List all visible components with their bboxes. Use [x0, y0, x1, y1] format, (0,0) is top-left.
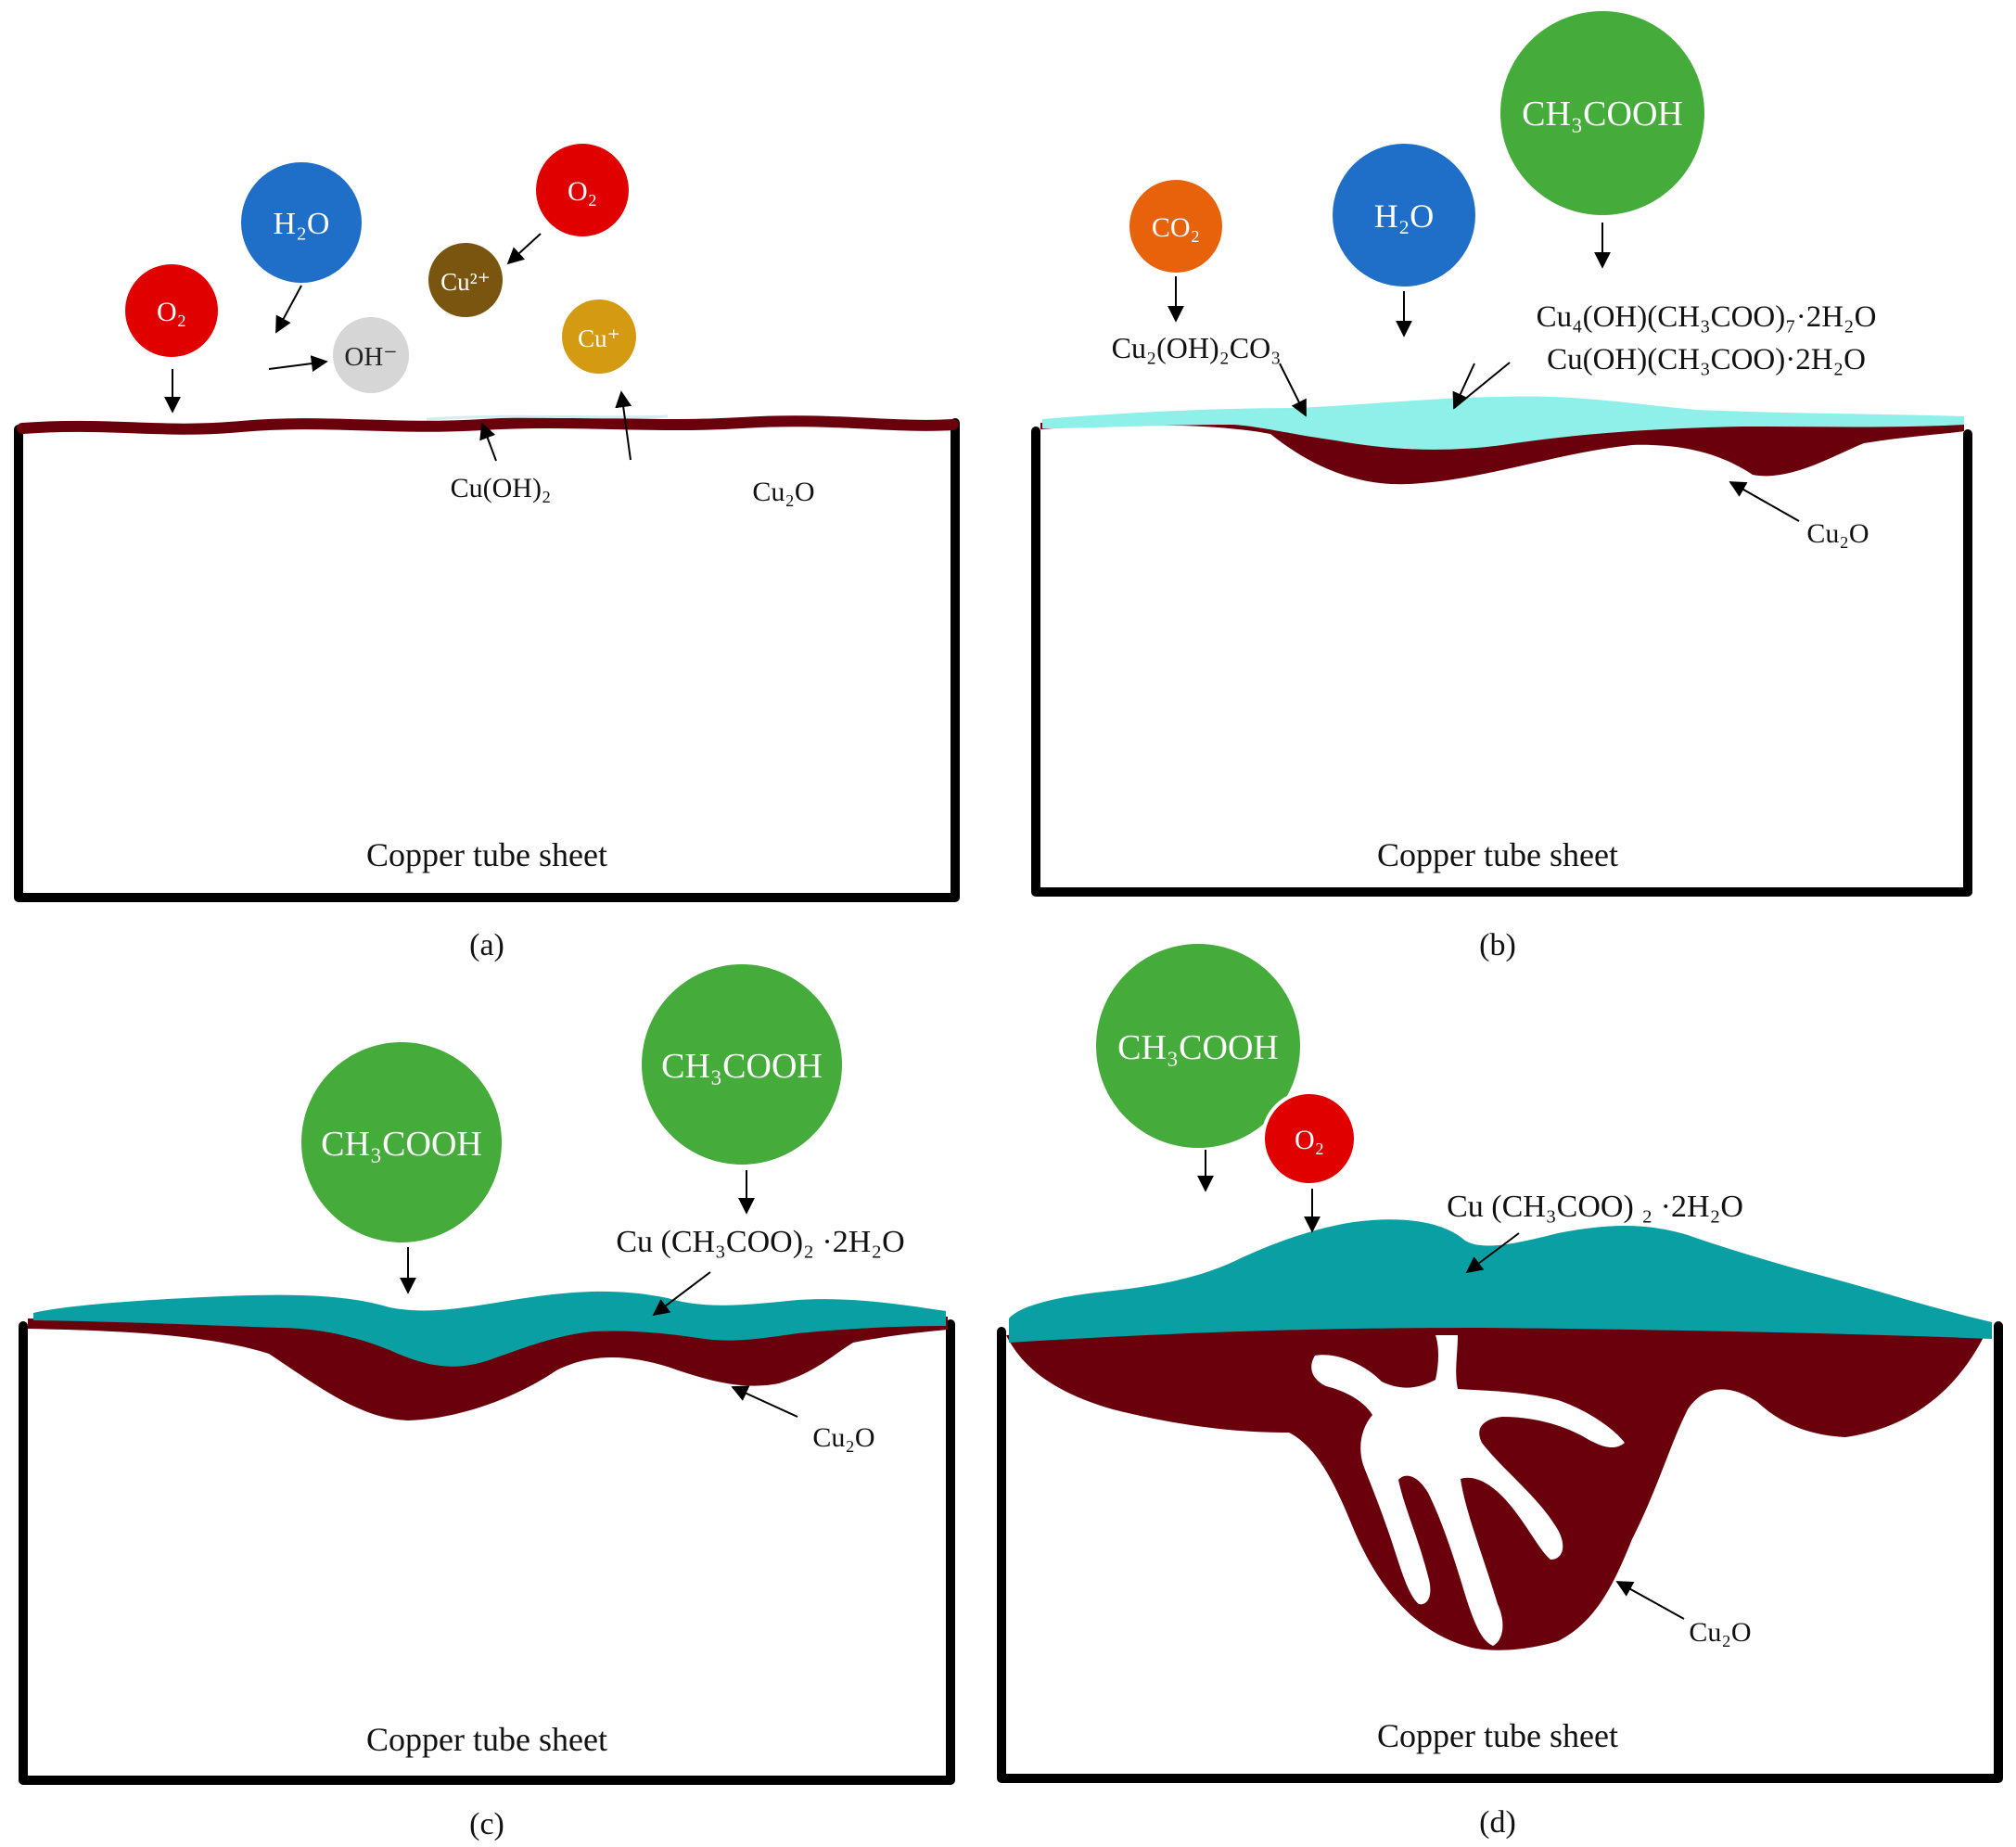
- sheet-label: Copper tube sheet: [366, 836, 607, 873]
- o2-molecule-a-right: O₂: [536, 144, 629, 236]
- cu2o-oxide-layer-c: [28, 1317, 948, 1420]
- oh-label: OH⁻: [344, 342, 397, 372]
- panel-c: CH₃COOH CH₃COOH Cu (CH₃COO)₂ ·2H₂O Cu₂O …: [19, 964, 955, 1785]
- co2-label: CO₂: [1152, 212, 1200, 243]
- ch3cooh-label: CH₃COOH: [661, 1047, 823, 1086]
- copper-acetate-layer-c: [33, 1291, 946, 1367]
- cu4-complex-label: Cu₄(OH)(CH₃COO)₇·2H₂O: [1537, 300, 1877, 334]
- caption-c: (c): [469, 1807, 504, 1841]
- h2o-label: H₂O: [1374, 197, 1435, 235]
- h2o-label: H₂O: [274, 207, 330, 241]
- cuplus-ion-a: Cu⁺: [562, 299, 636, 374]
- ch3cooh-molecule-d: CH₃COOH: [1096, 944, 1300, 1148]
- h2o-molecule-a: H₂O: [241, 162, 362, 283]
- cu-acetate-label: Cu (CH₃COO) ₂ ·2H₂O: [1447, 1190, 1743, 1224]
- pit-fissure-white: [1311, 1335, 1625, 1646]
- cu2o-surface-film-a: [17, 415, 959, 435]
- cu2o-oxide-layer-b: [1040, 420, 1964, 485]
- h2o-molecule-b: H₂O: [1333, 144, 1475, 287]
- arrows-c: [400, 1170, 798, 1418]
- cu2o-label: Cu₂O: [1689, 1617, 1751, 1648]
- copper-sheet-outline-d: [997, 1321, 2003, 1783]
- copper-sheet-outline-b: [1031, 427, 1972, 897]
- o2-molecule-d: O₂: [1261, 1090, 1358, 1187]
- o2-label: O₂: [1295, 1125, 1324, 1155]
- thin-hydroxide-layer-a: [426, 414, 669, 421]
- panel-a: O₂ H₂O OH⁻ Cu²⁺ O₂ Cu⁺: [14, 144, 960, 902]
- cu2o-label: Cu₂O: [1806, 518, 1869, 549]
- ch3cooh-molecule-b: CH₃COOH: [1500, 11, 1704, 215]
- cu-acetate-label: Cu (CH₃COO)₂ ·2H₂O: [616, 1225, 904, 1259]
- caption-d: (d): [1479, 1805, 1516, 1840]
- o2-label: O₂: [157, 297, 186, 327]
- ch3cooh-molecule-c-right: CH₃COOH: [642, 964, 842, 1165]
- panel-b: CO₂ H₂O CH₃COOH Cu₂(OH)₂CO₃ Cu₄(OH)(CH₃C…: [1031, 11, 1972, 897]
- sheet-label: Copper tube sheet: [366, 1721, 607, 1758]
- co2-molecule-b: CO₂: [1129, 180, 1222, 273]
- ch3cooh-molecule-c-left: CH₃COOH: [301, 1042, 502, 1242]
- o2-molecule-a-left: O₂: [125, 264, 218, 357]
- cu2plus-ion-a: Cu²⁺: [428, 243, 503, 317]
- ch3cooh-label: CH₃COOH: [321, 1125, 482, 1164]
- cu2plus-label: Cu²⁺: [440, 268, 491, 296]
- arrows-b: [1167, 223, 1800, 522]
- cuplus-label: Cu⁺: [578, 325, 620, 352]
- copper-sheet-outline-c: [19, 1319, 955, 1785]
- copper-acetate-layer-d: [1009, 1219, 1992, 1343]
- copper-sheet-outline-a: [14, 418, 960, 902]
- sheet-label: Copper tube sheet: [1377, 836, 1618, 873]
- caption-a: (a): [469, 928, 504, 962]
- arrows-a: [164, 233, 632, 462]
- arrows-d: [1197, 1150, 1685, 1620]
- caption-b: (b): [1479, 928, 1516, 962]
- cu2oh2co3-label: Cu₂(OH)₂CO₃: [1112, 331, 1282, 364]
- ch3cooh-label: CH₃COOH: [1522, 95, 1683, 134]
- basic-acetate-layer-b: [1042, 396, 1964, 450]
- cu-complex-label: Cu(OH)(CH₃COO)·2H₂O: [1547, 343, 1866, 376]
- cu2o-label: Cu₂O: [812, 1422, 874, 1453]
- cuoh2-label: Cu(OH)₂: [451, 473, 552, 503]
- o2-label: O₂: [568, 176, 597, 207]
- oh-ion-a: OH⁻: [333, 317, 409, 393]
- sheet-label: Copper tube sheet: [1377, 1717, 1618, 1754]
- cu2o-label: Cu₂O: [752, 477, 814, 507]
- panel-d: CH₃COOH O₂ Cu (CH₃COO) ₂ ·2H₂O Cu₂O Copp…: [997, 944, 2003, 1783]
- ch3cooh-label: CH₃COOH: [1117, 1028, 1279, 1067]
